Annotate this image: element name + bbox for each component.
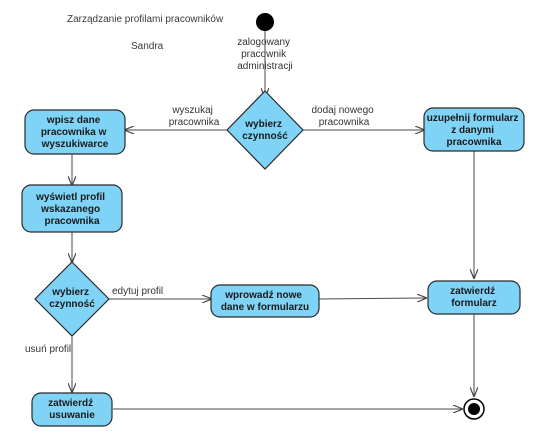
edge-label-edytuj: edytuj profil: [112, 286, 163, 297]
decision-node-2-label: wybierz czynność: [49, 287, 95, 310]
action-node-wyswietl-label: wyświetl profil wskazanego pracownika: [35, 192, 108, 227]
decision-node-2: [34, 261, 110, 337]
diagram-title: Zarządzanie profilami pracowników: [67, 14, 224, 25]
action-node-wyswietl: [21, 184, 123, 233]
action-node-zatwierdz-usuwanie-label: zatwierdź usuwanie: [48, 398, 96, 421]
action-node-zatwierdz-formularz: [427, 280, 521, 315]
action-node-wpisz-label: wpisz dane pracownika w wyszukiwarce: [41, 115, 110, 150]
end-node-core: [468, 403, 480, 415]
edge-label-usun: usuń profil: [25, 344, 71, 355]
action-node-wprowadz: [210, 284, 320, 318]
decision-node-1: [226, 90, 304, 170]
action-node-zatwierdz-formularz-label: zatwierdź formularz: [450, 286, 498, 309]
action-node-wpisz: [24, 109, 126, 155]
diagram-subtitle: Sandra: [131, 41, 164, 52]
decision-node-1-label: wybierz czynność: [242, 119, 288, 142]
action-node-wprowadz-label: wprowadź nowe dane w formularzu: [221, 290, 309, 313]
start-node: [256, 13, 274, 31]
edge-wprowadz-to-zatw-form: [318, 298, 426, 299]
action-node-uzupelnij: [423, 107, 525, 152]
edge-label-dodaj: dodaj nowego pracownika: [311, 105, 376, 128]
action-node-uzupelnij-label: uzupełnij formularz z danymi pracownika: [427, 113, 521, 148]
action-node-zatwierdz-usuwanie: [31, 392, 113, 427]
edge-label-wyszukaj: wyszukaj pracownika: [169, 105, 220, 128]
